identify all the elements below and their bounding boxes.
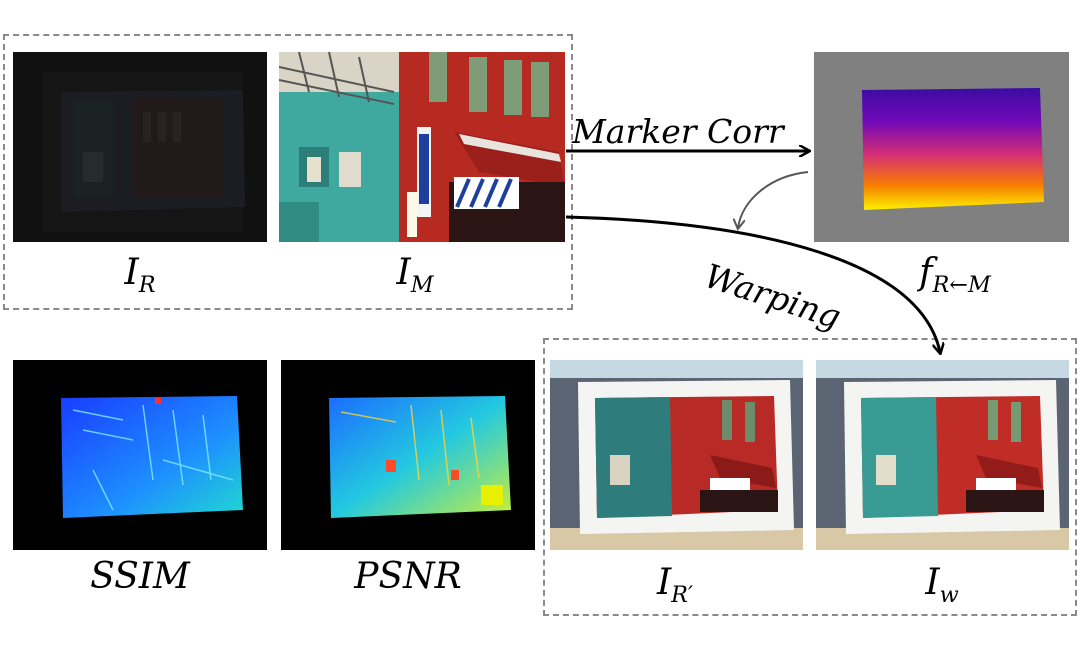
label-ssim: SSIM [60,556,220,597]
label-irp: IR′ [625,562,725,608]
label-im: IM [365,252,465,298]
label-ir: IR [90,252,190,298]
flow-feedback-arrow [738,172,808,228]
label-iw: Iw [892,562,992,608]
label-flow: fR←M [880,252,1030,298]
label-psnr: PSNR [328,556,488,597]
marker-corr-label: Marker Corr [572,112,784,151]
